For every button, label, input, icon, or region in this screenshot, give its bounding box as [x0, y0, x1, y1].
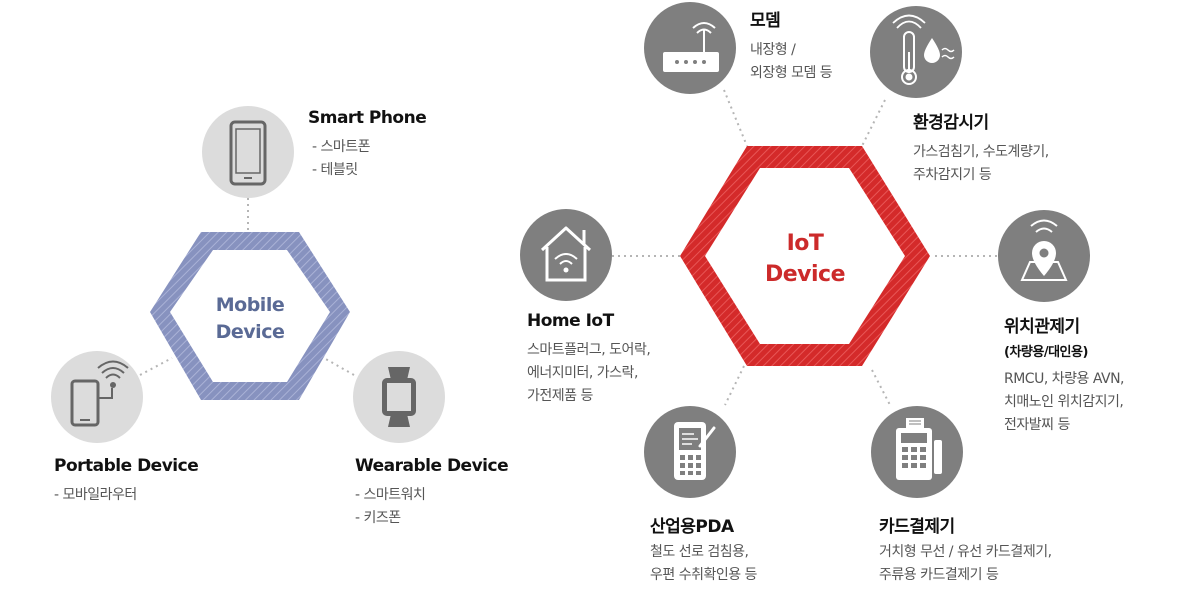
environment-monitor-node	[870, 6, 962, 98]
node-title: Home IoT	[527, 311, 614, 331]
location-pin-icon	[1020, 219, 1068, 281]
modem-icon	[663, 22, 719, 72]
connector-line	[724, 365, 745, 406]
node-description: - 스마트워치 - 키즈폰	[355, 484, 508, 530]
modem-label: 모뎀 내장형 / 외장형 모뎀 등	[750, 6, 833, 85]
node-description: - 스마트폰 - 테블릿	[312, 136, 426, 182]
node-title: 환경감시기	[913, 113, 989, 133]
description-line: 스마트플러그, 도어락,	[527, 342, 651, 358]
pda-icon	[674, 422, 716, 480]
node-description: 내장형 / 외장형 모뎀 등	[750, 39, 833, 85]
description-line: - 스마트폰	[312, 139, 371, 155]
card-terminal-icon	[896, 418, 942, 480]
connector-line	[323, 357, 355, 376]
description-line: - 테블릿	[312, 162, 358, 178]
node-circle	[202, 106, 294, 198]
node-subtitle: (차량용/대인용)	[1004, 345, 1088, 360]
description-line: 가스검침기, 수도계량기,	[913, 144, 1049, 160]
modem-node	[644, 2, 736, 94]
home-iot-node	[520, 209, 612, 301]
connector-line	[871, 369, 891, 406]
description-line: 거치형 무선 / 유선 카드결제기,	[879, 544, 1052, 560]
iot-label-line: Device	[764, 262, 846, 287]
description-line: RMCU, 차량용 AVN,	[1004, 371, 1125, 387]
description-line: 치매노인 위치감지기,	[1004, 394, 1124, 410]
card-terminal-node	[871, 406, 963, 498]
node-description: - 모바일라우터	[54, 484, 198, 507]
portable-router-icon	[70, 360, 129, 427]
description-line: 외장형 모뎀 등	[750, 65, 833, 81]
node-description: 가스검침기, 수도계량기, 주차감지기 등	[913, 141, 1049, 187]
wearable-device-node	[353, 351, 445, 443]
industrial-pda-label: 산업용PDA 철도 선로 검침용, 우편 수취확인용 등	[650, 512, 757, 587]
home-iot-label: Home IoT 스마트플러그, 도어락, 에너지미터, 가스락, 가전제품 등	[527, 311, 651, 408]
description-line: - 키즈폰	[355, 510, 401, 526]
location-tracker-label: 위치관제기 (차량용/대인용) RMCU, 차량용 AVN, 치매노인 위치감지…	[1004, 312, 1125, 437]
smart-phone-label: Smart Phone - 스마트폰 - 테블릿	[308, 108, 427, 182]
mobile-label-line: Device	[215, 321, 285, 343]
iot-center-label: IoT Device	[745, 228, 865, 290]
description-line: 전자발찌 등	[1004, 417, 1070, 433]
description-line: 주류용 카드결제기 등	[879, 567, 999, 583]
description-line: 내장형 /	[750, 42, 796, 58]
node-description: RMCU, 차량용 AVN, 치매노인 위치감지기, 전자발찌 등	[1004, 368, 1125, 437]
description-line: 우편 수취확인용 등	[650, 567, 757, 583]
smartwatch-icon	[382, 367, 416, 427]
description-line: - 스마트워치	[355, 487, 426, 503]
description-line: - 모바일라우터	[54, 487, 137, 503]
smart-phone-node	[202, 106, 294, 198]
node-description: 거치형 무선 / 유선 카드결제기, 주류용 카드결제기 등	[879, 541, 1052, 587]
smartphone-icon	[229, 120, 267, 186]
node-title: 위치관제기	[1004, 317, 1080, 337]
node-circle	[870, 6, 962, 98]
node-title: 모뎀	[750, 11, 781, 31]
mobile-center-label: Mobile Device	[190, 292, 310, 346]
location-tracker-node	[998, 210, 1090, 302]
home-wifi-icon	[540, 226, 592, 282]
description-line: 철도 선로 검침용,	[650, 544, 749, 560]
node-title: 산업용PDA	[650, 517, 734, 537]
portable-device-label: Portable Device - 모바일라우터	[54, 456, 199, 507]
description-line: 가전제품 등	[527, 388, 593, 404]
node-title: Wearable Device	[355, 456, 509, 476]
node-title: 카드결제기	[879, 517, 955, 537]
node-title: Smart Phone	[308, 108, 427, 128]
description-line: 주차감지기 등	[913, 167, 992, 183]
connector-line	[859, 99, 886, 151]
description-line: 에너지미터, 가스락,	[527, 365, 638, 381]
thermometer-icon	[892, 14, 955, 85]
node-circle	[644, 2, 736, 94]
connector-line	[139, 357, 173, 376]
node-description: 철도 선로 검침용, 우편 수취확인용 등	[650, 541, 757, 587]
iot-label-line: IoT	[786, 231, 824, 256]
node-description: 스마트플러그, 도어락, 에너지미터, 가스락, 가전제품 등	[527, 339, 651, 408]
mobile-label-line: Mobile	[215, 294, 285, 316]
wearable-device-label: Wearable Device - 스마트워치 - 키즈폰	[355, 456, 509, 530]
node-title: Portable Device	[54, 456, 199, 476]
portable-device-node	[51, 351, 143, 443]
environment-monitor-label: 환경감시기 가스검침기, 수도계량기, 주차감지기 등	[913, 108, 1049, 187]
card-terminal-label: 카드결제기 거치형 무선 / 유선 카드결제기, 주류용 카드결제기 등	[879, 512, 1052, 587]
connector-line	[723, 89, 748, 147]
industrial-pda-node	[644, 406, 736, 498]
